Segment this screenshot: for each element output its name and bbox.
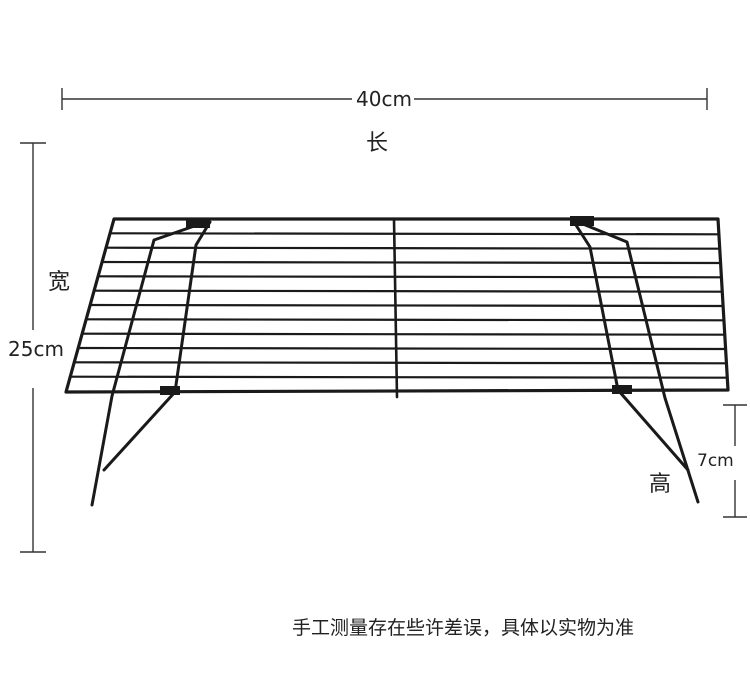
rack-cross-wire [108,232,720,236]
rack-leg-left-front [90,220,208,507]
measurement-disclaimer: 手工测量存在些许差误，具体以实物为准 [292,617,635,639]
rack-cross-wire [104,246,721,250]
rack-cross-wire [92,289,724,293]
rack-hinge-left-top [186,218,210,228]
rack-hinge-left-bottom [160,386,180,395]
rack-leg-right-back [572,220,690,472]
length-label: 长 [366,131,389,156]
wire-rack [64,216,730,507]
height-value-label: 7cm [697,451,734,471]
rack-hinge-right-top [570,216,594,226]
rack-cross-wire [96,275,723,279]
rack-cross-wire [100,260,722,265]
rack-leg-right-front [576,220,700,504]
width-value-label: 25cm [8,337,64,361]
rack-center-bar [392,217,399,399]
rack-hinge-right-bottom [612,385,632,394]
dimension-lines [20,88,747,553]
rack-leg-left-back [102,220,212,472]
width-label: 宽 [48,270,71,295]
height-label: 高 [649,472,672,497]
length-value-label: 40cm [356,87,412,111]
rack-cross-wire [80,332,726,336]
rack-cross-wire [84,318,725,322]
rack-cross-wire [72,361,728,365]
rack-cross-wire [76,346,727,351]
rack-cross-wire [68,375,729,379]
rack-cross-wire [88,303,725,308]
rack-wires [68,232,729,379]
